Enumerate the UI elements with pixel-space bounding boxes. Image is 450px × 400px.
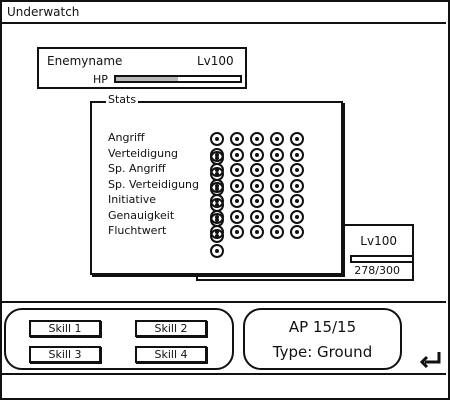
stat-point-icon	[290, 209, 304, 224]
stat-label: Verteidigung	[108, 146, 179, 160]
stat-point-icon	[230, 209, 244, 224]
stat-label: Fluchtwert	[108, 224, 167, 237]
stat-point-icon	[230, 163, 244, 177]
enemy-status-card: Enemyname Lv100 HP	[37, 47, 247, 89]
stat-point-icon	[210, 163, 224, 177]
stat-row: Genauigkeit	[108, 208, 328, 243]
stat-dots	[210, 224, 328, 262]
stat-point-icon	[290, 163, 304, 177]
stat-row: Sp. Angriff	[108, 161, 328, 196]
stat-label: Initiative	[108, 193, 157, 206]
divider	[2, 301, 446, 303]
stat-point-icon	[290, 132, 304, 146]
stat-label: Sp. Angriff	[108, 162, 166, 175]
stat-point-icon	[270, 178, 284, 193]
stat-point-icon	[210, 147, 224, 162]
stat-row: Initiative	[108, 192, 328, 227]
enemy-hp-label: HP	[93, 73, 108, 86]
divider	[2, 373, 446, 375]
stat-point-icon	[230, 194, 244, 208]
stat-point-icon	[230, 147, 244, 162]
stat-point-icon	[210, 209, 224, 224]
stat-point-icon	[290, 147, 304, 162]
player-level: Lv100	[360, 234, 397, 248]
return-arrow-icon[interactable]	[419, 350, 443, 368]
stat-point-icon	[210, 244, 224, 258]
stat-point-icon	[230, 178, 244, 193]
window-title: Underwatch	[2, 2, 446, 24]
stat-point-icon	[270, 194, 284, 208]
skill-2-button[interactable]: Skill 2	[135, 320, 207, 337]
stat-point-icon	[250, 132, 264, 146]
stat-point-icon	[250, 163, 264, 177]
stat-point-icon	[270, 225, 284, 239]
stat-point-icon	[210, 194, 224, 208]
stat-label: Angriff	[108, 131, 145, 144]
stat-point-icon	[230, 132, 244, 146]
stat-point-icon	[270, 132, 284, 146]
player-hp-bar	[350, 255, 412, 263]
ap-info-panel: AP 15/15 Type: Ground	[243, 308, 402, 370]
stat-point-icon	[210, 225, 224, 239]
enemy-name: Enemyname	[47, 54, 123, 68]
stat-point-icon	[230, 225, 244, 239]
stat-point-icon	[290, 194, 304, 208]
player-hp-text: 278/300	[354, 264, 400, 277]
stats-title: Stats	[106, 93, 139, 106]
stat-point-icon	[270, 209, 284, 224]
stat-point-icon	[210, 132, 224, 146]
stat-label: Genauigkeit	[108, 208, 175, 222]
enemy-hp-bar	[114, 75, 242, 83]
type-text: Type: Ground	[272, 343, 373, 361]
stat-dots	[210, 209, 328, 247]
stat-row: Sp. Verteidigung	[108, 177, 328, 212]
stat-point-icon	[250, 178, 264, 193]
stat-point-icon	[290, 178, 304, 193]
stat-point-icon	[290, 225, 304, 239]
enemy-hp-fill	[116, 77, 178, 81]
stat-row: Fluchtwert	[108, 223, 328, 258]
stat-label: Sp. Verteidigung	[108, 177, 200, 191]
enemy-level: Lv100	[197, 54, 234, 68]
stat-point-icon	[250, 209, 264, 224]
skill-4-button[interactable]: Skill 4	[135, 346, 207, 363]
skills-panel: Skill 1 Skill 2 Skill 3 Skill 4	[4, 308, 234, 370]
stat-point-icon	[270, 163, 284, 177]
stat-point-icon	[210, 178, 224, 193]
stat-point-icon	[250, 225, 264, 239]
stat-row: Angriff	[108, 130, 328, 165]
skill-1-button[interactable]: Skill 1	[29, 320, 101, 337]
stat-point-icon	[250, 147, 264, 162]
skill-3-button[interactable]: Skill 3	[29, 346, 101, 363]
stat-row: Verteidigung	[108, 146, 328, 181]
ap-text: AP 15/15	[288, 318, 357, 336]
stat-point-icon	[270, 147, 284, 162]
stat-point-icon	[250, 194, 264, 208]
